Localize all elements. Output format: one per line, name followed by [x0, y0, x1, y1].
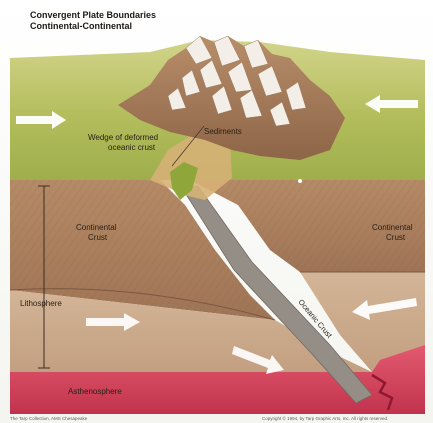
footer-left-credit: The Tarp Collection, AMS Chesapeake	[10, 416, 88, 421]
label-continental-crust-right-1: Continental	[372, 223, 413, 232]
title-line1: Convergent Plate Boundaries	[30, 10, 156, 20]
label-sediments: Sediments	[204, 127, 242, 136]
label-continental-crust-left-2: Crust	[88, 233, 108, 242]
label-continental-crust-left-1: Continental	[76, 223, 117, 232]
rock-marker	[298, 179, 302, 183]
label-wedge-line1: Wedge of deformed	[88, 133, 158, 142]
label-continental-crust-right-2: Crust	[386, 233, 406, 242]
footer-right-copyright: Copyright © 1994, by Tarp Graphic Arts, …	[262, 415, 388, 421]
label-asthenosphere: Asthenosphere	[68, 387, 122, 396]
title-line2: Continental-Continental	[30, 21, 132, 31]
label-wedge-line2: oceanic crust	[108, 143, 156, 152]
label-lithosphere: Lithosphere	[20, 299, 62, 308]
